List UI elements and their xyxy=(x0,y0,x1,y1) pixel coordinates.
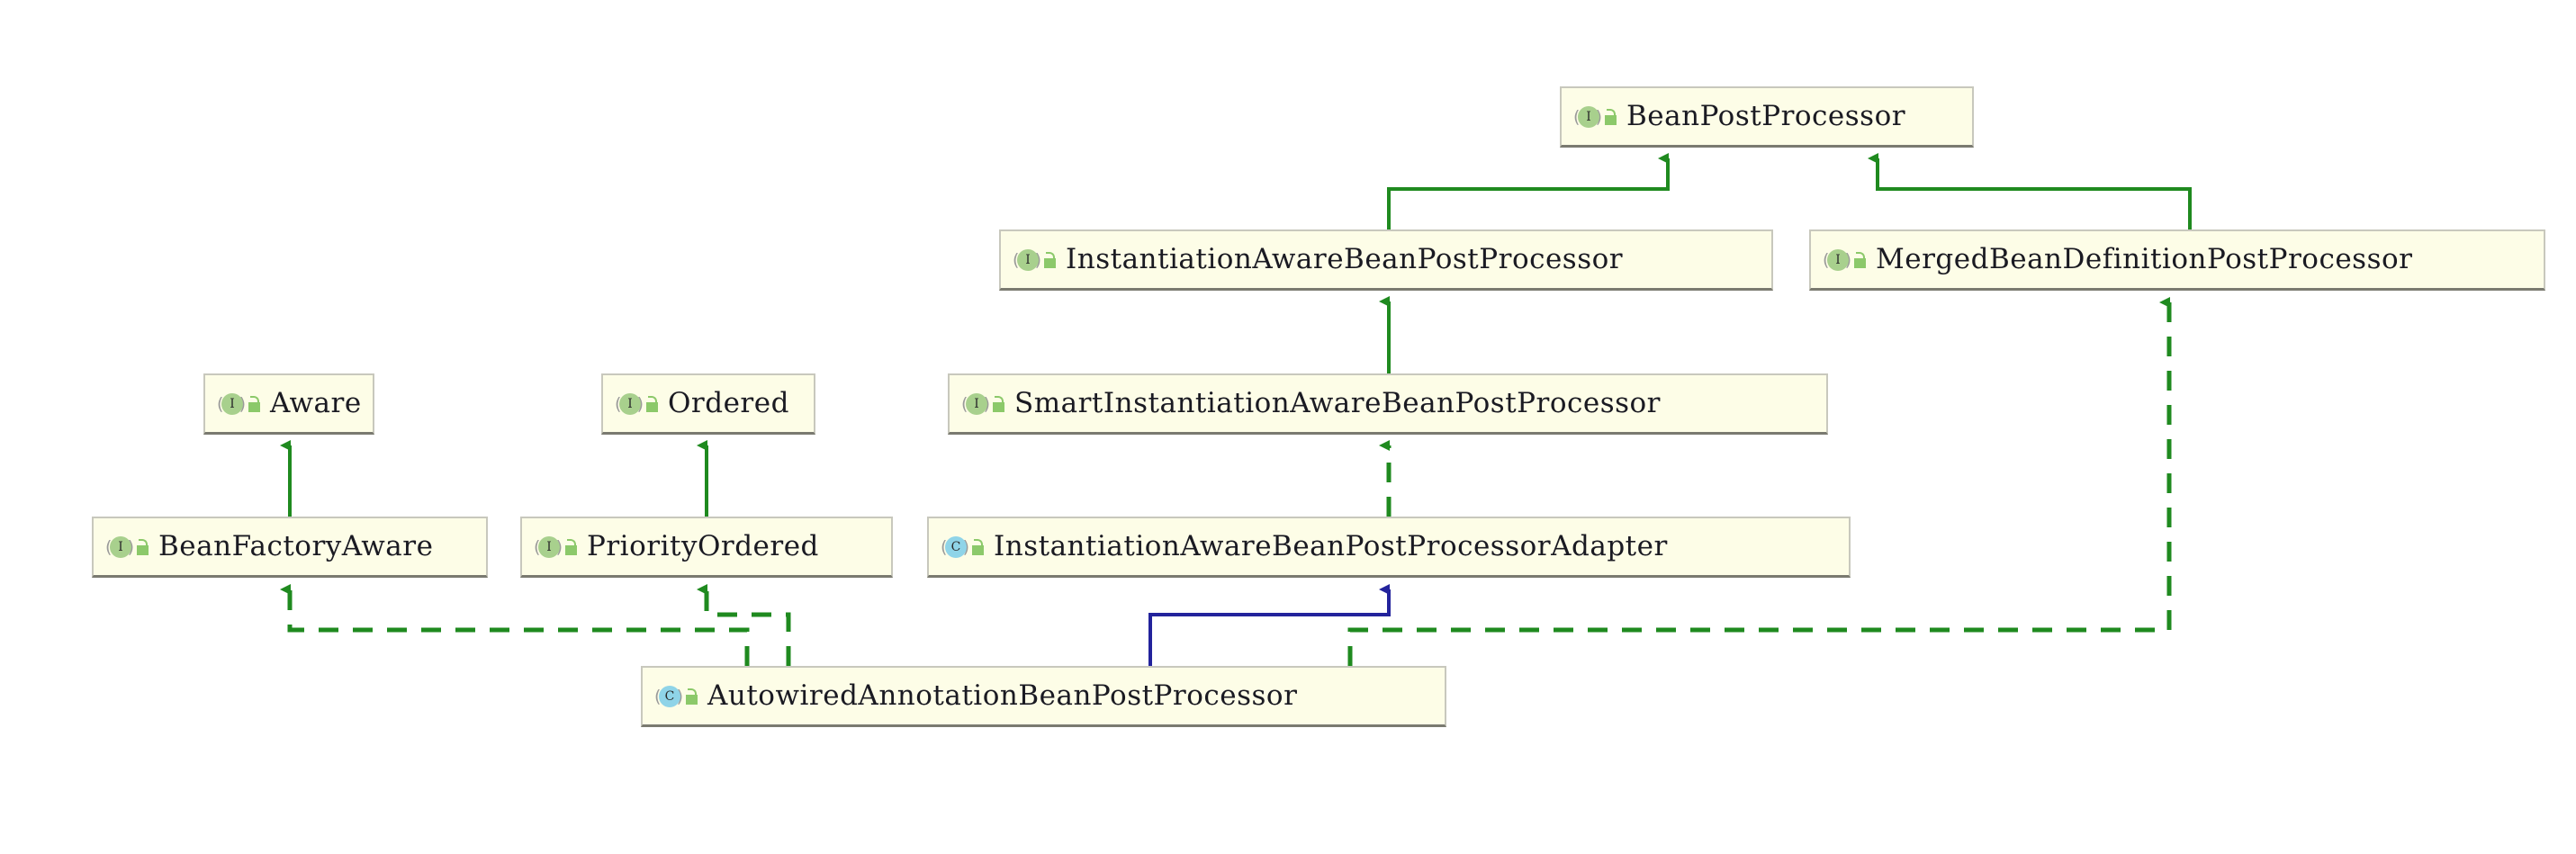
public-visibility-lock-icon xyxy=(135,538,150,556)
lock-body xyxy=(1605,114,1617,125)
node-icon-group: ()I xyxy=(1573,103,1618,130)
public-visibility-lock-icon xyxy=(563,538,579,556)
icon-bracket-left: ( xyxy=(654,686,662,706)
node-icon-group: ()I xyxy=(615,391,660,418)
class-node-label: Ordered xyxy=(668,387,789,419)
icon-bracket-left: ( xyxy=(105,536,113,557)
lock-shackle xyxy=(648,395,657,405)
edge-implements-autowiredAnnotationBeanPostProcessor-to-priorityOrdered xyxy=(697,584,791,666)
class-node-priorityOrdered[interactable]: ()I PriorityOrdered xyxy=(520,517,893,578)
icon-bracket-left: ( xyxy=(941,536,948,557)
interface-icon: ()I xyxy=(105,534,134,561)
class-node-aware[interactable]: ()I Aware xyxy=(203,373,374,435)
lock-body xyxy=(686,694,698,705)
node-icon-group: ()I xyxy=(961,391,1006,418)
edge-extends-instantiationAwareBeanPostProcessor-to-beanPostProcessor xyxy=(1387,153,1670,229)
public-visibility-lock-icon xyxy=(1603,108,1618,126)
interface-icon: ()I xyxy=(217,391,246,418)
interface-icon: ()I xyxy=(961,391,990,418)
lock-body xyxy=(972,544,984,555)
icon-bracket-left: ( xyxy=(1823,249,1830,270)
public-visibility-lock-icon xyxy=(1042,251,1058,269)
class-node-autowiredAnnotationBeanPostProcessor[interactable]: ()C AutowiredAnnotationBeanPostProcessor xyxy=(641,666,1446,727)
interface-icon: ()I xyxy=(1573,103,1602,130)
edge-implements-autowiredAnnotationBeanPostProcessor-to-beanFactoryAware xyxy=(280,584,750,666)
edge-implements-autowiredAnnotationBeanPostProcessor-to-mergedBeanDefinitionPostProcessor xyxy=(1347,297,2172,666)
class-node-beanFactoryAware[interactable]: ()I BeanFactoryAware xyxy=(92,517,488,578)
class-node-label: PriorityOrdered xyxy=(587,530,819,562)
public-visibility-lock-icon xyxy=(684,688,699,706)
class-node-beanPostProcessor[interactable]: ()I BeanPostProcessor xyxy=(1560,86,1974,148)
node-icon-group: ()I xyxy=(217,391,262,418)
class-node-mergedBeanDefinitionPostProcessor[interactable]: ()I MergedBeanDefinitionPostProcessor xyxy=(1809,229,2545,291)
icon-glyph: C xyxy=(659,685,680,707)
class-node-smartInstantiationAwareBeanPostProcessor[interactable]: ()I SmartInstantiationAwareBeanPostProces… xyxy=(948,373,1828,435)
class-node-label: AutowiredAnnotationBeanPostProcessor xyxy=(707,679,1298,712)
class-node-label: InstantiationAwareBeanPostProcessorAdapt… xyxy=(994,530,1668,562)
lock-shackle xyxy=(567,538,576,548)
node-icon-group: ()C xyxy=(941,534,986,561)
class-node-label: InstantiationAwareBeanPostProcessor xyxy=(1066,243,1624,275)
edge-extends-autowiredAnnotationBeanPostProcessor-to-instantiationAwareBeanPostProcessorAdapter xyxy=(1148,584,1391,666)
icon-bracket-left: ( xyxy=(217,393,224,414)
lock-shackle xyxy=(250,395,259,405)
node-icon-group: ()I xyxy=(1013,247,1058,274)
lock-body xyxy=(646,401,658,412)
icon-glyph: I xyxy=(1827,248,1849,271)
class-node-label: BeanPostProcessor xyxy=(1626,100,1906,132)
class-icon: ()C xyxy=(941,534,969,561)
icon-glyph: I xyxy=(1578,105,1599,128)
node-icon-group: ()I xyxy=(1823,247,1868,274)
public-visibility-lock-icon xyxy=(970,538,986,556)
interface-icon: ()I xyxy=(1013,247,1041,274)
icon-bracket-left: ( xyxy=(961,393,968,414)
public-visibility-lock-icon xyxy=(1852,251,1868,269)
lock-body xyxy=(137,544,149,555)
class-node-label: SmartInstantiationAwareBeanPostProcessor xyxy=(1014,387,1661,419)
public-visibility-lock-icon xyxy=(991,395,1006,413)
lock-body xyxy=(993,401,1004,412)
icon-glyph: I xyxy=(221,392,243,415)
lock-shackle xyxy=(995,395,1004,405)
lock-body xyxy=(1044,257,1056,268)
icon-bracket-left: ( xyxy=(1013,249,1020,270)
icon-glyph: I xyxy=(110,535,131,558)
icon-glyph: I xyxy=(966,392,987,415)
node-icon-group: ()I xyxy=(105,534,150,561)
icon-glyph: I xyxy=(619,392,641,415)
node-icon-group: ()I xyxy=(534,534,579,561)
lock-shackle xyxy=(1607,108,1616,118)
lock-shackle xyxy=(688,688,697,697)
class-icon: ()C xyxy=(654,683,683,710)
icon-bracket-left: ( xyxy=(534,536,541,557)
public-visibility-lock-icon xyxy=(644,395,660,413)
icon-bracket-left: ( xyxy=(615,393,622,414)
lock-shackle xyxy=(1046,251,1055,261)
class-node-label: MergedBeanDefinitionPostProcessor xyxy=(1876,243,2413,275)
class-node-instantiationAwareBeanPostProcessor[interactable]: ()I InstantiationAwareBeanPostProcessor xyxy=(999,229,1773,291)
public-visibility-lock-icon xyxy=(247,395,262,413)
lock-body xyxy=(565,544,577,555)
icon-glyph: C xyxy=(945,535,967,558)
lock-shackle xyxy=(139,538,148,548)
interface-icon: ()I xyxy=(1823,247,1851,274)
class-node-label: BeanFactoryAware xyxy=(158,530,434,562)
icon-glyph: I xyxy=(538,535,560,558)
edge-extends-mergedBeanDefinitionPostProcessor-to-beanPostProcessor xyxy=(1868,153,2192,229)
class-node-label: Aware xyxy=(270,387,362,419)
icon-bracket-left: ( xyxy=(1573,106,1581,127)
interface-icon: ()I xyxy=(615,391,644,418)
icon-glyph: I xyxy=(1017,248,1039,271)
lock-shackle xyxy=(974,538,983,548)
node-icon-group: ()C xyxy=(654,683,699,710)
class-node-instantiationAwareBeanPostProcessorAdapter[interactable]: ()C InstantiationAwareBeanPostProcessorAd… xyxy=(927,517,1851,578)
lock-body xyxy=(248,401,260,412)
lock-shackle xyxy=(1856,251,1865,261)
interface-icon: ()I xyxy=(534,534,563,561)
class-node-ordered[interactable]: ()I Ordered xyxy=(601,373,815,435)
lock-body xyxy=(1854,257,1866,268)
